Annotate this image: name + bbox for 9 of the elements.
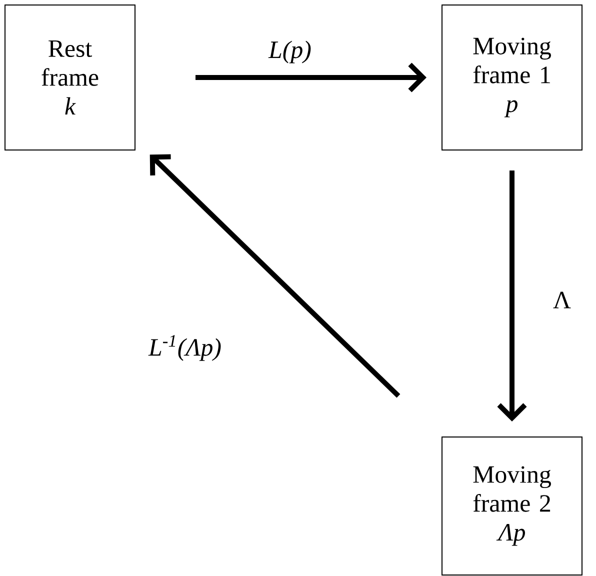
- frame-box: Moving frame 1 p: [442, 4, 582, 150]
- edge-label: Λ: [550, 290, 574, 310]
- edge-label: L(p): [266, 38, 314, 66]
- arrow: [150, 154, 400, 398]
- frame-box: Rest frame k: [4, 4, 136, 150]
- edge-label: L$^{-1}$(Λp): [146, 333, 224, 363]
- arrow: [497, 170, 527, 422]
- frame-box: Moving frame 2 Λp: [442, 436, 582, 576]
- arrow: [196, 62, 426, 92]
